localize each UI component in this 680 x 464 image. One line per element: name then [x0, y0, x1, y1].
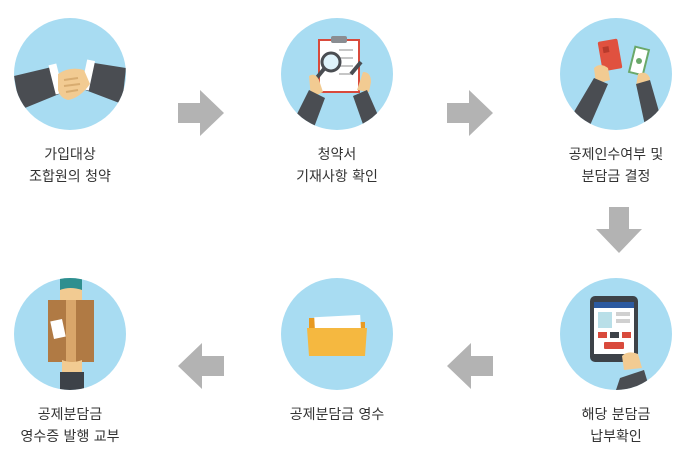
tablet-payment-icon: [590, 296, 650, 390]
step-3-line-2: 분담금 결정: [581, 169, 651, 185]
step-4-line-1: 해당 분담금: [581, 407, 651, 423]
step-1-line-2: 조합원의 청약: [29, 169, 111, 185]
step-2-line-2: 기재사항 확인: [296, 169, 378, 185]
step-1-circle: [14, 18, 126, 130]
step-5-receipt: 공제분담금 영수: [267, 278, 407, 426]
step-4-line-2: 납부확인: [590, 429, 642, 445]
handshake-icon: [14, 59, 126, 110]
folder-icon: [307, 314, 367, 356]
step-6-line-2: 영수증 발행 교부: [20, 429, 120, 445]
step-6-circle: [14, 278, 126, 390]
step-6-line-1: 공제분담금: [37, 407, 103, 423]
step-4-label: 해당 분담금 납부확인: [546, 404, 680, 448]
step-4-circle: [560, 278, 672, 390]
arrow-left-icon: [447, 343, 493, 389]
step-6-label: 공제분담금 영수증 발행 교부: [0, 404, 140, 448]
step-2-line-1: 청약서: [317, 147, 357, 163]
step-2-circle: [281, 18, 393, 130]
step-2-review: 청약서 기재사항 확인: [267, 18, 407, 188]
step-3-decision: 공제인수여부 및 분담금 결정: [546, 18, 680, 188]
step-1-application: 가입대상 조합원의 청약: [0, 18, 140, 188]
step-3-line-1: 공제인수여부 및: [568, 147, 664, 163]
wallet-money-icon: [564, 38, 666, 130]
arrow-down-icon: [596, 207, 642, 253]
parcel-delivery-icon: [48, 278, 94, 390]
arrow-right-icon: [178, 90, 224, 136]
step-5-circle: [281, 278, 393, 390]
step-5-line-1: 공제분담금 영수: [289, 407, 385, 423]
step-3-label: 공제인수여부 및 분담금 결정: [546, 144, 680, 188]
arrow-down: [596, 207, 642, 253]
arrow-right-2: [447, 90, 493, 136]
step-5-label: 공제분담금 영수: [267, 404, 407, 426]
arrow-left-2: [178, 343, 224, 389]
step-2-label: 청약서 기재사항 확인: [267, 144, 407, 188]
step-1-label: 가입대상 조합원의 청약: [0, 144, 140, 188]
arrow-left-icon: [178, 343, 224, 389]
document-magnifier-icon: [289, 36, 385, 130]
step-6-issuance: 공제분담금 영수증 발행 교부: [0, 278, 140, 448]
step-3-circle: [560, 18, 672, 130]
arrow-right-icon: [447, 90, 493, 136]
step-4-payment: 해당 분담금 납부확인: [546, 278, 680, 448]
arrow-right-1: [178, 90, 224, 136]
step-1-line-1: 가입대상: [44, 147, 96, 163]
arrow-left-1: [447, 343, 493, 389]
